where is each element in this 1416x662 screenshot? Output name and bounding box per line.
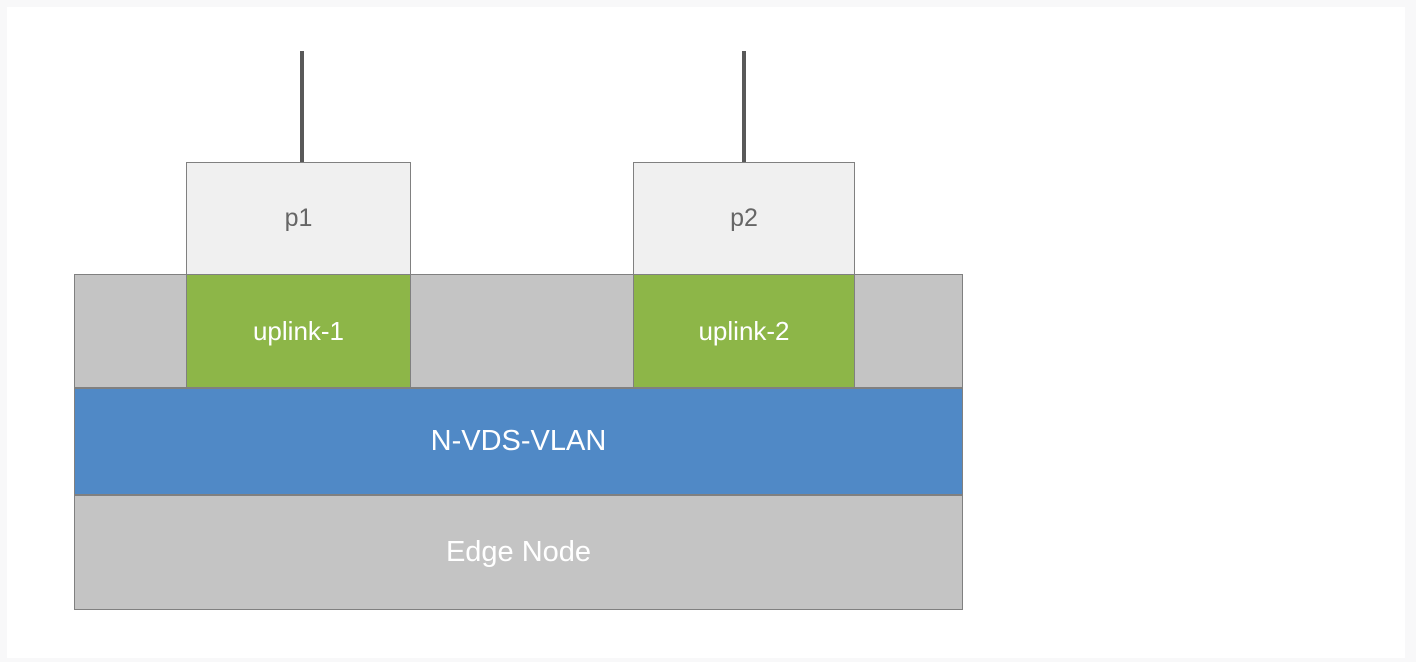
port-box-p2[interactable]: p2	[633, 162, 855, 275]
port-label-p1: p1	[284, 204, 313, 232]
port-label-p2: p2	[730, 204, 758, 232]
chassis-band-edge-node[interactable]: Edge Node	[74, 495, 963, 610]
chassis-label: Edge Node	[445, 536, 592, 568]
switch-label: N-VDS-VLAN	[430, 425, 607, 457]
p1-uplink-cable-icon	[300, 51, 304, 163]
p2-uplink-cable-icon	[742, 51, 746, 163]
uplink-box-2[interactable]: uplink-2	[633, 274, 855, 388]
uplink-label-1: uplink-1	[252, 315, 345, 346]
uplink-label-2: uplink-2	[698, 315, 790, 346]
uplink-box-1[interactable]: uplink-1	[186, 274, 411, 388]
port-box-p1[interactable]: p1	[186, 162, 411, 275]
switch-band-n-vds-vlan[interactable]: N-VDS-VLAN	[74, 388, 963, 495]
